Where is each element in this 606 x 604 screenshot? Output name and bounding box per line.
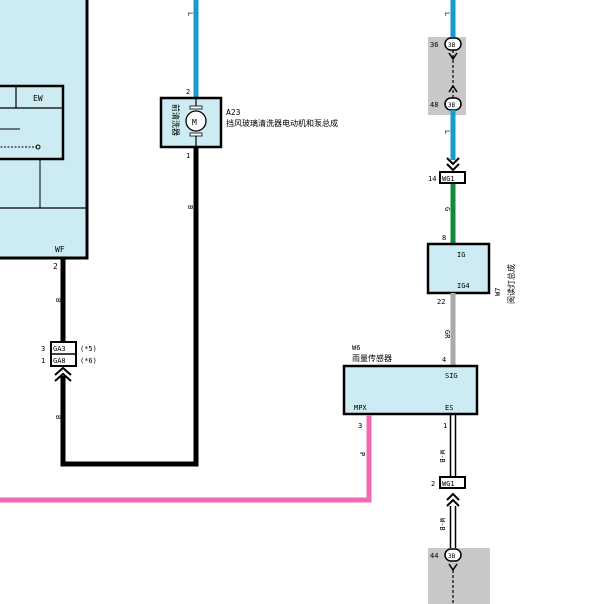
connector-ga-note-b: (*6) xyxy=(80,357,97,365)
junction-3b-lower: 3B 44 xyxy=(428,548,490,604)
connector-ga-note-a: (*5) xyxy=(80,345,97,353)
wire-es-label: W-B xyxy=(438,450,446,463)
left-ecu-pin-number: 2 xyxy=(53,262,58,271)
left-ecu-inner-label: EW xyxy=(33,94,43,103)
wire-gray-label: GR xyxy=(443,330,451,339)
w7-reading-lamp: 8 IG IG4 22 W7 阅读灯总成 xyxy=(426,234,516,306)
wire-motor-bottom-label: B xyxy=(186,205,194,209)
wg1-upper-pin: 14 xyxy=(428,175,436,183)
motor-a23: 前清洗器 M 2 1 A23 挡风玻璃清洗器电动机和泵总成 xyxy=(159,88,338,160)
motor-pin-bottom: 1 xyxy=(186,152,190,160)
wg1-upper-label: WG1 xyxy=(442,175,455,183)
wire-ground-loop xyxy=(60,148,199,467)
connector-wg1-upper: WG1 14 xyxy=(428,171,466,184)
connector-ga-name-b: GA8 xyxy=(53,357,66,365)
w7-pin-out: 22 xyxy=(437,298,445,306)
motor-name: 挡风玻璃清洗器电动机和泵总成 xyxy=(226,118,338,128)
connector-ga-arrow-icon xyxy=(54,366,72,382)
left-ecu: EW WF 2 xyxy=(0,0,89,271)
w6-name: 雨量传感器 xyxy=(352,353,392,363)
w6-rain-sensor: W6 雨量传感器 4 SIG MPX ES 3 1 xyxy=(342,344,479,430)
w7-body xyxy=(426,242,491,295)
w6-label-es: ES xyxy=(445,404,453,412)
motor-icon xyxy=(185,110,207,132)
wg1-lower-pin: 2 xyxy=(431,480,435,488)
wg1-upper-arrow-icon xyxy=(446,157,460,172)
w7-pin-in: 8 xyxy=(442,234,446,242)
wire-motor-top-label: L xyxy=(186,12,194,16)
w6-pin-mpx: 3 xyxy=(358,422,362,430)
wire-green-label: G xyxy=(443,207,451,211)
motor-pin-top: 2 xyxy=(186,88,190,96)
connector-ga: 3 1 GA3 GA8 (*5) (*6) xyxy=(41,341,97,382)
wire-loop-color-label: B xyxy=(54,415,62,419)
w6-body xyxy=(342,364,479,416)
w6-label-mpx: MPX xyxy=(354,404,367,412)
connector-ga-pin-b: 1 xyxy=(41,357,45,365)
junction-3b-upper: 3B 36 3B 48 xyxy=(428,37,466,115)
motor-symbol: M xyxy=(192,118,197,127)
connector-ga-pin-a: 3 xyxy=(41,345,45,353)
junction-upper-arrows-icon xyxy=(448,52,458,93)
junction1-pin: 36 xyxy=(430,41,438,49)
wire-right-top-label: L xyxy=(443,12,451,16)
left-ecu-pin-label: WF xyxy=(55,245,65,254)
wire-es-lower-label: W-B xyxy=(438,518,446,531)
motor-ref: A23 xyxy=(226,108,241,117)
junction3-pin: 44 xyxy=(430,552,438,560)
junction2-pin: 48 xyxy=(430,101,438,109)
junction2-label: 3B xyxy=(448,102,456,109)
wire-es-white xyxy=(449,415,457,477)
wire-right-mid-label: L xyxy=(443,130,451,134)
junction1-label: 3B xyxy=(448,42,456,49)
w7-label-bottom: IG4 xyxy=(457,282,470,290)
w7-name: 阅读灯总成 xyxy=(506,264,516,304)
motor-inner-text: 前清洗器 xyxy=(171,104,181,136)
w6-pin-sig: 4 xyxy=(442,356,446,364)
w6-label-sig: SIG xyxy=(445,372,458,380)
wg1-lower-arrow-icon xyxy=(446,492,460,507)
wire-pink-label: P xyxy=(358,452,366,456)
wire-pink xyxy=(0,415,372,503)
junction3-label: 3B xyxy=(448,553,456,560)
connector-ga-name-a: GA3 xyxy=(53,345,66,353)
w6-ref: W6 xyxy=(352,344,360,352)
wg1-lower-label: WG1 xyxy=(442,480,455,488)
left-ecu-inner-box xyxy=(0,84,65,161)
w7-label-top: IG xyxy=(457,251,465,259)
connector-wg1-lower: WG1 2 xyxy=(431,476,466,507)
w7-ref: W7 xyxy=(494,288,502,296)
wire-es-white-lower xyxy=(449,506,457,550)
w6-pin-es: 1 xyxy=(443,422,447,430)
wire-ecu-color-label: B xyxy=(54,298,62,302)
